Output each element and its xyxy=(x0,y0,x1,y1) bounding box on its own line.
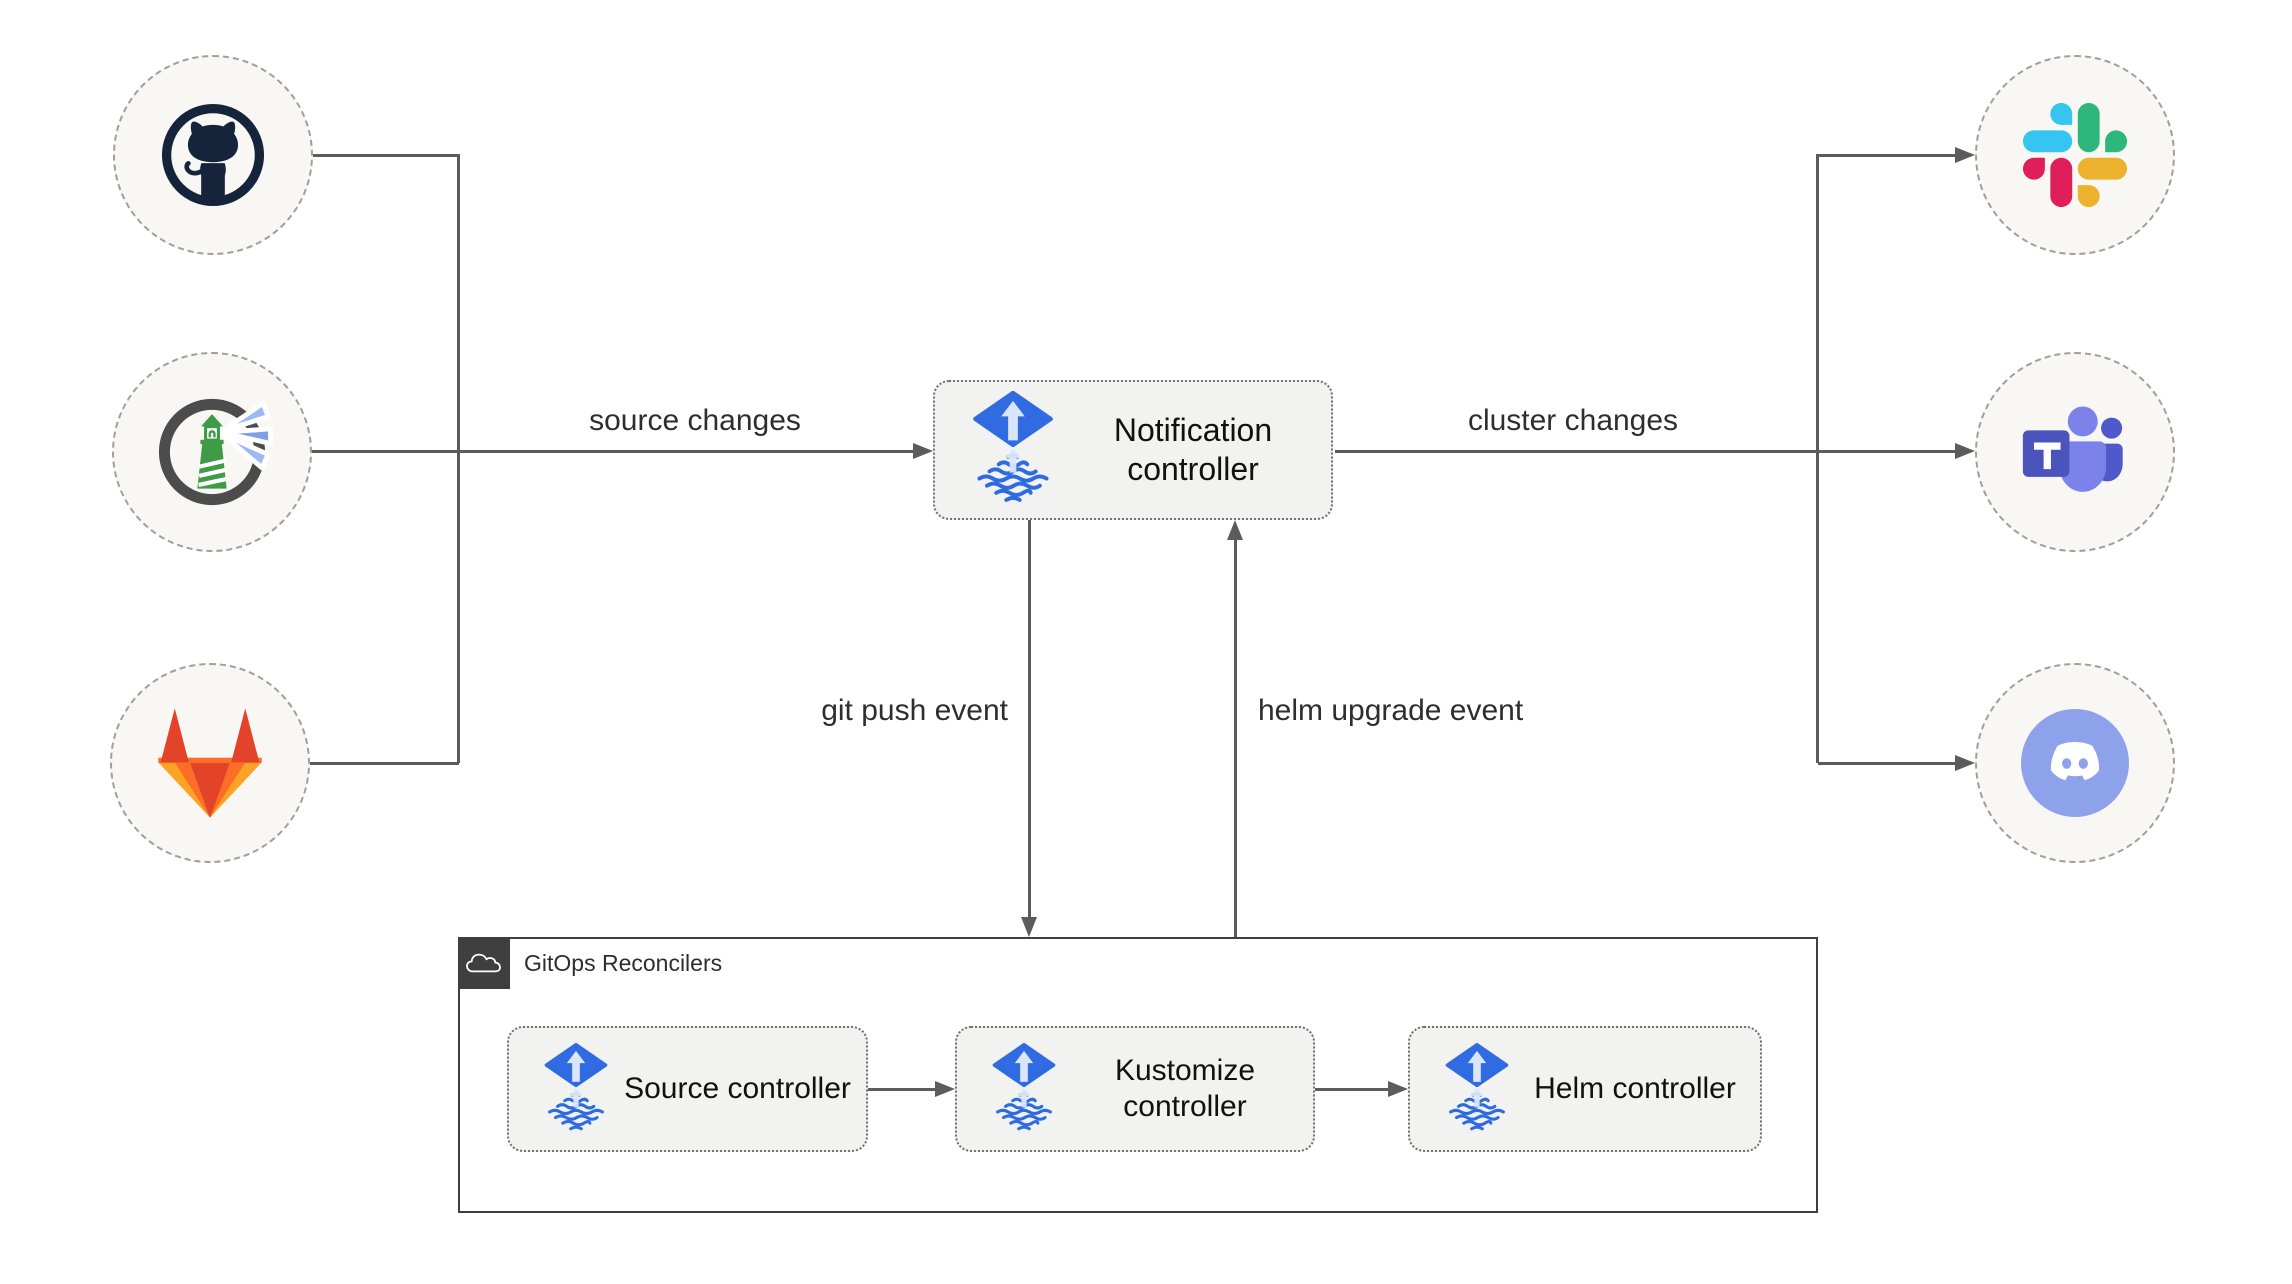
edge-helm-upgrade-arrowhead xyxy=(1227,520,1243,540)
edge-git-push-line xyxy=(1028,520,1031,918)
source-controller-label: Source controller xyxy=(624,1072,851,1105)
microsoft-teams-icon xyxy=(2022,405,2123,492)
node-github xyxy=(113,55,313,255)
edge-kustomize-helm-line xyxy=(1315,1088,1389,1091)
harbor-icon xyxy=(158,398,273,506)
edge-discord-arrowhead xyxy=(1955,755,1975,771)
edge-cluster-changes-line xyxy=(1335,450,1955,453)
node-notification-controller: Notification controller xyxy=(933,380,1333,520)
gitops-reconcilers-title: GitOps Reconcilers xyxy=(524,950,723,976)
flux-icon xyxy=(1445,1042,1509,1130)
edge-label-source-changes: source changes xyxy=(589,404,801,437)
edge-slack-line xyxy=(1818,154,1955,157)
edge-gitlab-line xyxy=(310,762,459,765)
edge-teams-arrowhead xyxy=(1955,443,1975,459)
edge-label-cluster-changes: cluster changes xyxy=(1467,404,1679,437)
gitlab-icon xyxy=(158,708,262,818)
slack-icon xyxy=(2023,103,2127,207)
edge-github-line xyxy=(313,154,459,157)
node-helm-controller: Helm controller xyxy=(1408,1026,1762,1152)
gitops-reconcilers-container: GitOps Reconcilers xyxy=(457,936,1818,1213)
edge-right-bus-line xyxy=(1816,154,1819,763)
node-source-controller: Source controller xyxy=(507,1026,868,1152)
edge-source-kustomize-arrowhead xyxy=(935,1081,955,1097)
edge-source-kustomize-line xyxy=(868,1088,936,1091)
edge-label-git-push-event: git push event xyxy=(821,694,1008,727)
github-icon xyxy=(161,103,265,207)
node-slack xyxy=(1975,55,2175,255)
flux-icon xyxy=(992,1042,1056,1130)
node-harbor xyxy=(112,352,312,552)
edge-left-bus-line xyxy=(457,154,460,763)
edge-source-changes-line xyxy=(312,450,914,453)
node-microsoft-teams xyxy=(1975,352,2175,552)
edge-discord-line xyxy=(1818,762,1955,765)
edge-kustomize-helm-arrowhead xyxy=(1388,1081,1408,1097)
edge-git-push-arrowhead xyxy=(1021,917,1037,937)
helm-controller-label: Helm controller xyxy=(1534,1072,1736,1105)
discord-icon xyxy=(2021,709,2129,817)
cloud-icon xyxy=(466,953,501,972)
node-kustomize-controller: Kustomize controller xyxy=(955,1026,1315,1152)
flux-icon xyxy=(973,391,1053,502)
node-discord xyxy=(1975,663,2175,863)
kustomize-controller-label: Kustomize controller xyxy=(1114,1054,1256,1123)
edge-slack-arrowhead xyxy=(1955,147,1975,163)
node-gitlab xyxy=(110,663,310,863)
edge-label-helm-upgrade-event: helm upgrade event xyxy=(1258,694,1524,727)
edge-helm-upgrade-line xyxy=(1234,540,1237,937)
edge-source-changes-arrowhead xyxy=(913,443,933,459)
notification-controller-label: Notification controller xyxy=(1113,412,1273,487)
gitops-corner-badge xyxy=(457,936,510,989)
flux-icon xyxy=(544,1042,608,1130)
